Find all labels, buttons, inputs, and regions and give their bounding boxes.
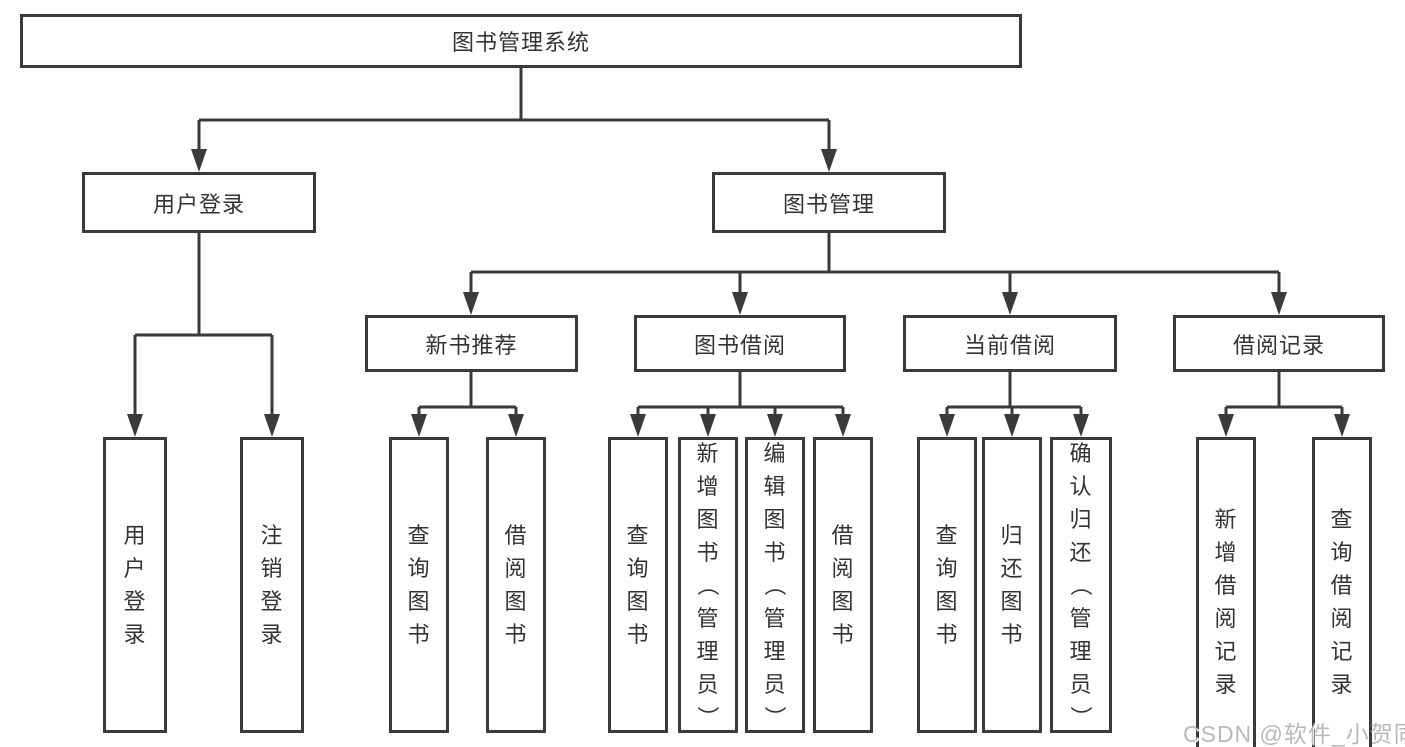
leaf-logout: 注销登录 [240,437,304,733]
leaf-borrow-books-borrowing-label: 借阅图书 [831,523,855,647]
node-root-label: 图书管理系统 [451,30,590,55]
leaf-query-books-current-label: 查询图书 [935,523,959,647]
leaf-borrow-books-borrowing: 借阅图书 [813,437,873,733]
leaf-query-books-recommend-label: 查询图书 [407,523,431,647]
node-borrowing-records: 借阅记录 [1173,315,1385,372]
leaf-add-borrow-record: 新增借阅记录 [1196,437,1256,747]
leaf-confirm-return-admin: 确认归还（管理员） [1050,437,1112,733]
leaf-query-books-current: 查询图书 [917,437,977,733]
node-book-borrowing: 图书借阅 [634,315,846,372]
leaf-query-books-borrowing: 查询图书 [608,437,668,733]
leaf-borrow-books-recommend-label: 借阅图书 [504,523,528,647]
leaf-edit-books-admin: 编辑图书（管理员） [745,437,805,733]
node-user-login-label: 用户登录 [152,191,245,217]
leaf-confirm-return-admin-label: 确认归还（管理员） [1068,440,1094,729]
leaf-user-login: 用户登录 [103,437,167,733]
leaf-add-borrow-record-label: 新增借阅记录 [1214,507,1238,697]
arrowheads [127,149,1350,437]
leaf-edit-books-admin-label: 编辑图书（管理员） [762,440,788,729]
leaf-return-books: 归还图书 [982,437,1042,733]
leaf-query-borrow-record-label: 查询借阅记录 [1330,507,1354,697]
leaf-borrow-books-recommend: 借阅图书 [486,437,546,733]
node-book-management: 图书管理 [712,172,946,233]
node-book-management-label: 图书管理 [782,191,875,217]
node-new-book-recommend: 新书推荐 [365,315,578,372]
leaf-add-books-admin: 新增图书（管理员） [678,437,738,733]
watermark: CSDN @软件_小贺同学 [1183,721,1405,747]
node-book-borrowing-label: 图书借阅 [693,332,786,358]
leaf-logout-label: 注销登录 [260,523,284,647]
node-current-borrowing-label: 当前借阅 [963,332,1056,358]
leaf-query-books-borrowing-label: 查询图书 [626,523,650,647]
leaf-query-books-recommend: 查询图书 [389,437,449,733]
node-new-book-recommend-label: 新书推荐 [425,332,518,358]
node-root: 图书管理系统 [20,14,1022,68]
leaf-user-login-label: 用户登录 [123,523,147,647]
node-user-login: 用户登录 [82,172,316,233]
leaf-return-books-label: 归还图书 [1000,523,1024,647]
leaf-query-borrow-record: 查询借阅记录 [1312,437,1372,747]
node-borrowing-records-label: 借阅记录 [1232,332,1325,358]
node-current-borrowing: 当前借阅 [903,315,1117,372]
leaf-add-books-admin-label: 新增图书（管理员） [695,440,721,729]
